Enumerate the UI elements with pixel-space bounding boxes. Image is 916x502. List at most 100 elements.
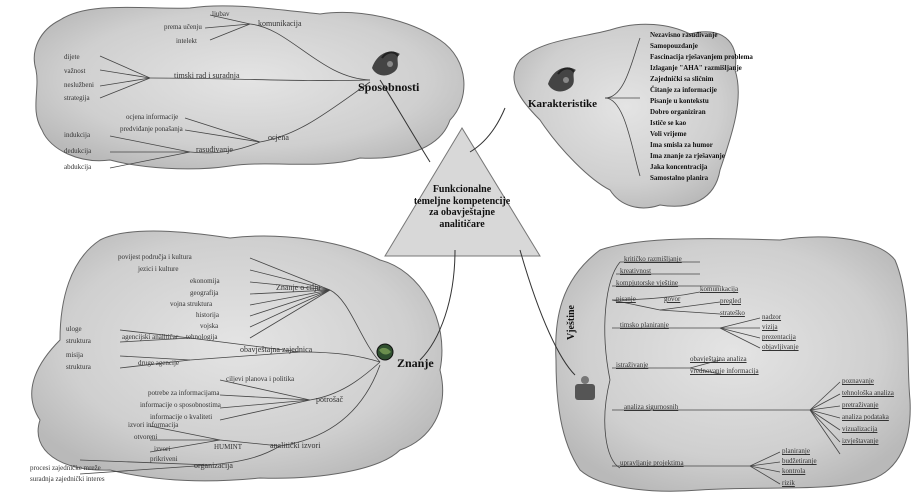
sposobnosti-cloud xyxy=(33,5,465,170)
vjestine-item: poznavanje xyxy=(842,377,874,385)
vjestine-item: govor xyxy=(664,295,681,303)
znanje-left-item: misija xyxy=(66,351,84,359)
sposobnosti-bottom-item: abdukcija xyxy=(64,163,92,171)
znanje-org-item: suradnja zajednički interes xyxy=(30,475,105,483)
znanje-source-item: prikriveni xyxy=(150,455,178,463)
vjestine-links xyxy=(604,261,841,485)
znanje-policy-item: potrebe za informacijama xyxy=(148,389,220,397)
sposobnosti-dragon-icon xyxy=(372,51,400,76)
center-title-line-3: za obavještajne xyxy=(429,207,495,218)
vjestine-item: kompjutorske vještine xyxy=(616,279,679,287)
sposobnosti-left-item: važnost xyxy=(64,67,86,75)
karakteristike-item: Fascinacija rješavanjem problema xyxy=(650,53,753,61)
znanje-left-item: struktura xyxy=(66,337,91,345)
znanje-group1-branch: Znanje o cilju xyxy=(276,283,321,292)
vjestine-item: rizik xyxy=(782,479,795,487)
znanje-mid-item: agencijski analitičar xyxy=(122,333,179,341)
sposobnosti-bottom-item: dedukcija xyxy=(64,147,92,155)
znanje-policy-item: ciljevi planova i politika xyxy=(226,375,295,383)
vjestine-person-icon xyxy=(575,376,595,400)
karakteristike-links xyxy=(604,37,641,177)
znanje-policy-item: informacije o sposobnostima xyxy=(140,401,221,409)
link-center-karakteristike xyxy=(469,107,506,153)
znanje-cloud xyxy=(31,230,444,482)
karakteristike-item: Čitanje za informacije xyxy=(650,86,717,94)
vjestine-item: kontrola xyxy=(782,467,806,475)
znanje-source-small: HUMINT xyxy=(214,443,242,451)
vjestine-item: izvještavanje xyxy=(842,437,879,445)
karakteristike-item: Samostalno planira xyxy=(650,174,709,182)
znanje-group1-item: geografija xyxy=(190,289,219,297)
sposobnosti-links xyxy=(99,14,371,169)
vjestine-item: kritičko razmišljanje xyxy=(624,255,682,263)
sposobnosti-left-branch: timski rad i suradnja xyxy=(174,71,240,80)
center-title: Funkcionalne temeljne kompetencije za ob… xyxy=(372,184,552,230)
vjestine-item: vizija xyxy=(762,323,778,331)
vjestine-item: istraživanje xyxy=(616,361,649,369)
sposobnosti-top-item: intelekt xyxy=(176,37,197,45)
znanje-group1-item: ekonomija xyxy=(190,277,220,285)
vjestine-item: obavještajna analiza xyxy=(690,355,747,363)
center-title-line-4: analitičare xyxy=(439,218,485,230)
znanje-group1-item: tehnologija xyxy=(186,333,218,341)
znanje-org-branch: organizacija xyxy=(194,461,233,470)
vjestine-title[interactable]: Vještine xyxy=(566,305,577,340)
karakteristike-item: Ističe se kao xyxy=(650,119,687,127)
znanje-left-item: uloge xyxy=(66,325,82,333)
vjestine-item: objavljivanje xyxy=(762,343,799,351)
vjestine-item: kreativnost xyxy=(620,267,652,275)
vjestine-item: timsko planiranje xyxy=(620,321,669,329)
znanje-globe-icon xyxy=(376,343,394,361)
vjestine-item: budžetiranje xyxy=(782,457,817,465)
znanje-policy-item: informacije o kvaliteti xyxy=(150,413,213,421)
vjestine-item: vrednovanje informacija xyxy=(690,367,759,375)
vjestine-item: komunikacija xyxy=(700,285,739,293)
vjestine-item: vizualizacija xyxy=(842,425,878,433)
vjestine-item: upravljanje projektima xyxy=(620,459,684,467)
znanje-source-branch: analitički izvori xyxy=(270,441,321,450)
sposobnosti-bottom-branch: rasuđivanje xyxy=(196,145,233,154)
znanje-policy-branch: potrošač xyxy=(316,395,344,404)
znanje-group1-item: vojska xyxy=(200,322,219,330)
center-title-line-2: temeljne kompetencije xyxy=(413,195,511,207)
karakteristike-dragon-icon xyxy=(548,67,576,92)
vjestine-item: nadzor xyxy=(762,313,782,321)
vjestine-item: analiza podataka xyxy=(842,413,889,421)
znanje-source-item: izvori informacija xyxy=(128,421,179,429)
vjestine-item: strateško xyxy=(720,309,745,317)
sposobnosti-lower-item: ocjena informacije xyxy=(126,113,179,121)
znanje-group1-item: vojna struktura xyxy=(170,300,213,308)
karakteristike-item: Zajednički sa sličnim xyxy=(650,75,714,83)
znanje-title[interactable]: Znanje xyxy=(397,356,434,370)
sposobnosti-bottom-item: indukcija xyxy=(64,131,91,139)
vjestine-item: tehnološka analiza xyxy=(842,389,894,397)
karakteristike-item: Jaka koncentracija xyxy=(650,163,708,171)
link-center-znanje xyxy=(419,249,456,361)
znanje-group1-item: historija xyxy=(196,311,219,319)
karakteristike-item: Samopouzdanje xyxy=(650,42,698,50)
karakteristike-item: Pisanje u kontekstu xyxy=(650,97,709,105)
karakteristike-item: Voli vrijeme xyxy=(650,130,687,138)
sposobnosti-top-item: ljubav xyxy=(212,10,230,18)
znanje-org-item: procesi zajedničke mreže xyxy=(30,464,101,472)
znanje-mid-item: druge agencije xyxy=(138,359,180,367)
karakteristike-item: Dobro organiziran xyxy=(650,108,706,116)
karakteristike-title[interactable]: Karakteristike xyxy=(528,98,598,110)
sposobnosti-top-item: prema učenju xyxy=(164,23,202,31)
karakteristike-item: Nezavisno rasuđivanje xyxy=(650,31,718,39)
znanje-left-item: struktura xyxy=(66,363,91,371)
sposobnosti-lower-branch: ocjena xyxy=(268,133,289,142)
znanje-source-item: izvori xyxy=(154,445,171,453)
znanje-group1-item: jezici i kulture xyxy=(138,265,179,273)
sposobnosti-left-item: dijete xyxy=(64,53,80,61)
sposobnosti-title[interactable]: Sposobnosti xyxy=(358,80,420,94)
sposobnosti-lower-item: predviđanje ponašanja xyxy=(120,125,183,133)
vjestine-item: analiza sigurnosnih xyxy=(624,403,679,411)
sposobnosti-left-item: strategija xyxy=(64,94,90,102)
center-title-line-1: Funkcionalne xyxy=(432,184,492,195)
vjestine-item: prezentacija xyxy=(762,333,796,341)
znanje-source-item: otvoreni xyxy=(134,433,158,441)
sposobnosti-top-branch: komunikacija xyxy=(258,19,302,28)
center-triangle xyxy=(384,127,541,257)
